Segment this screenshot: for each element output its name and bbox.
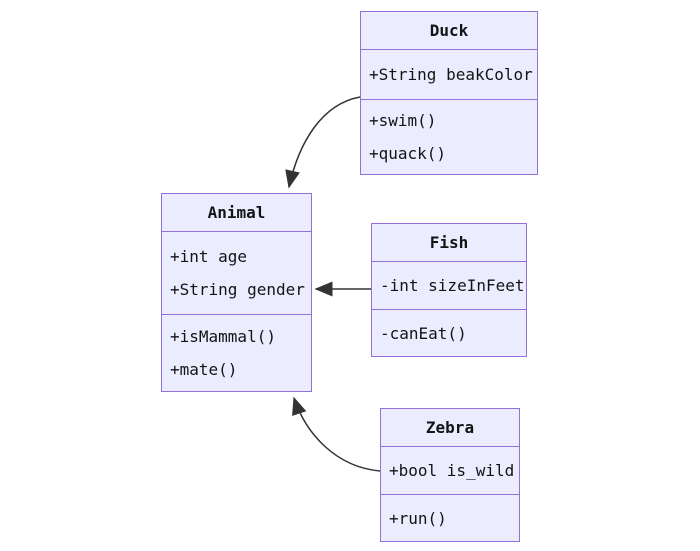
method: +isMammal() [170, 327, 276, 346]
method: -canEat() [380, 323, 467, 343]
attribute: +int age [170, 247, 248, 266]
class-box-duck[interactable]: Duck +String beakColor +swim() +quack() [360, 11, 538, 175]
methods-compartment: +run() [381, 494, 519, 541]
class-title: Duck [361, 12, 537, 50]
class-box-animal[interactable]: Animal +int age +String gender +isMammal… [161, 193, 312, 392]
attributes-compartment: +int age +String gender [162, 232, 311, 314]
class-title: Zebra [381, 409, 519, 447]
attributes-compartment: -int sizeInFeet [372, 262, 526, 309]
method: +quack() [369, 144, 447, 163]
attributes-compartment: +bool is_wild [381, 447, 519, 494]
class-box-fish[interactable]: Fish -int sizeInFeet -canEat() [371, 223, 527, 357]
class-title: Fish [372, 224, 526, 262]
attributes-compartment: +String beakColor [361, 50, 537, 99]
method: +run() [389, 508, 447, 528]
arrow-zebra-to-animal [292, 396, 381, 472]
attribute: +String beakColor [369, 65, 533, 84]
methods-compartment: -canEat() [372, 309, 526, 356]
method: +mate() [170, 360, 238, 379]
attribute: -int sizeInFeet [380, 276, 525, 295]
attribute: +bool is_wild [389, 461, 515, 480]
class-box-zebra[interactable]: Zebra +bool is_wild +run() [380, 408, 520, 542]
methods-compartment: +isMammal() +mate() [162, 314, 311, 391]
method: +swim() [369, 111, 437, 130]
methods-compartment: +swim() +quack() [361, 99, 537, 174]
arrow-duck-to-animal [285, 96, 361, 189]
class-title: Animal [162, 194, 311, 232]
attribute: +String gender [170, 280, 305, 299]
